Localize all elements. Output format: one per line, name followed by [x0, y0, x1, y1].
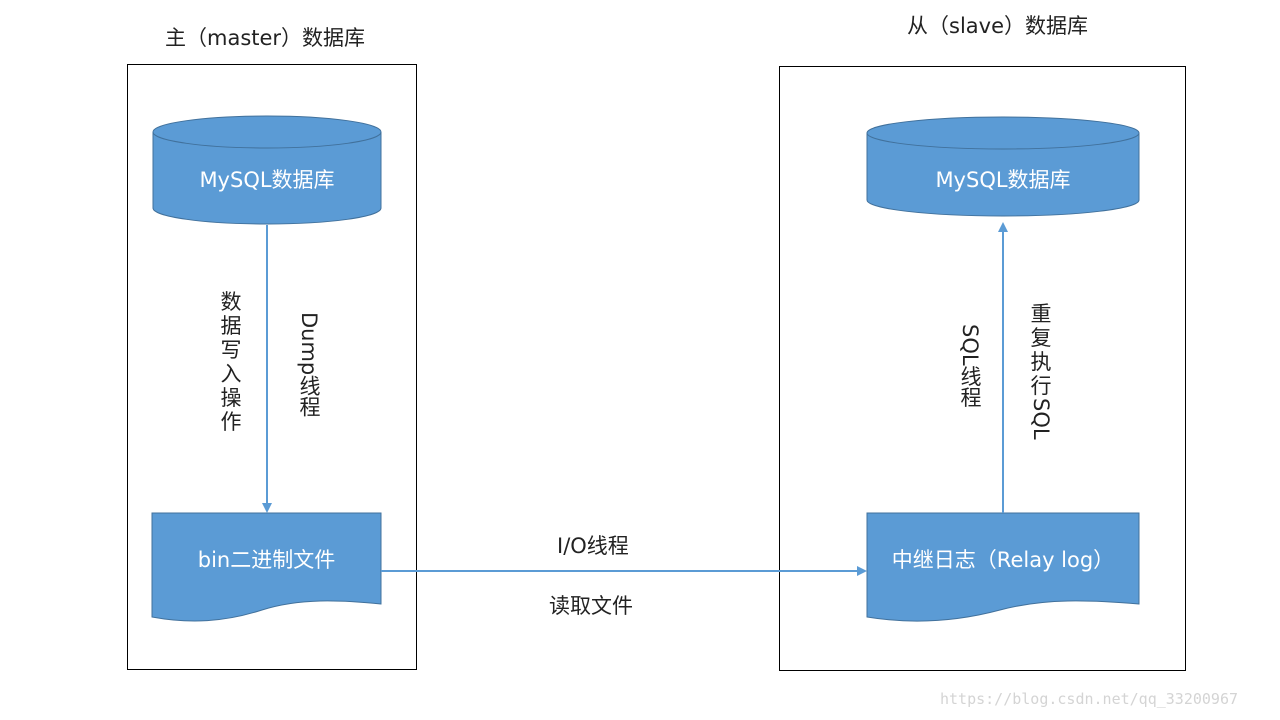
binlog-document-shape	[151, 512, 382, 622]
slave-frame	[779, 66, 1186, 671]
replay-sql-char: 复	[1030, 326, 1052, 350]
slave-database-cylinder	[866, 116, 1140, 217]
replay-sql-char: 重	[1030, 302, 1052, 326]
master-frame	[127, 64, 417, 670]
write-operation-label: 数据写入操作	[219, 290, 243, 434]
write-operation-char: 作	[220, 410, 242, 434]
watermark: https://blog.csdn.net/qq_33200967	[940, 690, 1239, 708]
slave-title: 从（slave）数据库	[907, 14, 1088, 38]
write-operation-char: 入	[220, 362, 242, 386]
replay-sql-latin: SQL	[1029, 398, 1053, 440]
master-database-cylinder	[152, 115, 382, 225]
relaylog-label: 中继日志（Relay log）	[891, 548, 1115, 572]
write-operation-char: 据	[220, 314, 242, 338]
binlog-label: bin二进制文件	[197, 548, 336, 572]
write-operation-char: 写	[220, 338, 242, 362]
write-operation-char: 数	[220, 290, 242, 314]
replay-sql-char: 执	[1030, 350, 1052, 374]
sql-thread-label: SQL线程	[958, 324, 982, 408]
io-thread-label: I/O线程	[557, 534, 629, 558]
slave-database-label: MySQL数据库	[935, 168, 1071, 192]
relaylog-document-shape	[866, 512, 1140, 622]
master-title: 主（master）数据库	[165, 26, 366, 50]
dump-thread-label: Dump线程	[297, 312, 321, 418]
write-operation-char: 操	[220, 386, 242, 410]
master-database-label: MySQL数据库	[199, 168, 335, 192]
replay-sql-char: 行	[1030, 374, 1052, 398]
read-file-label: 读取文件	[549, 594, 633, 618]
